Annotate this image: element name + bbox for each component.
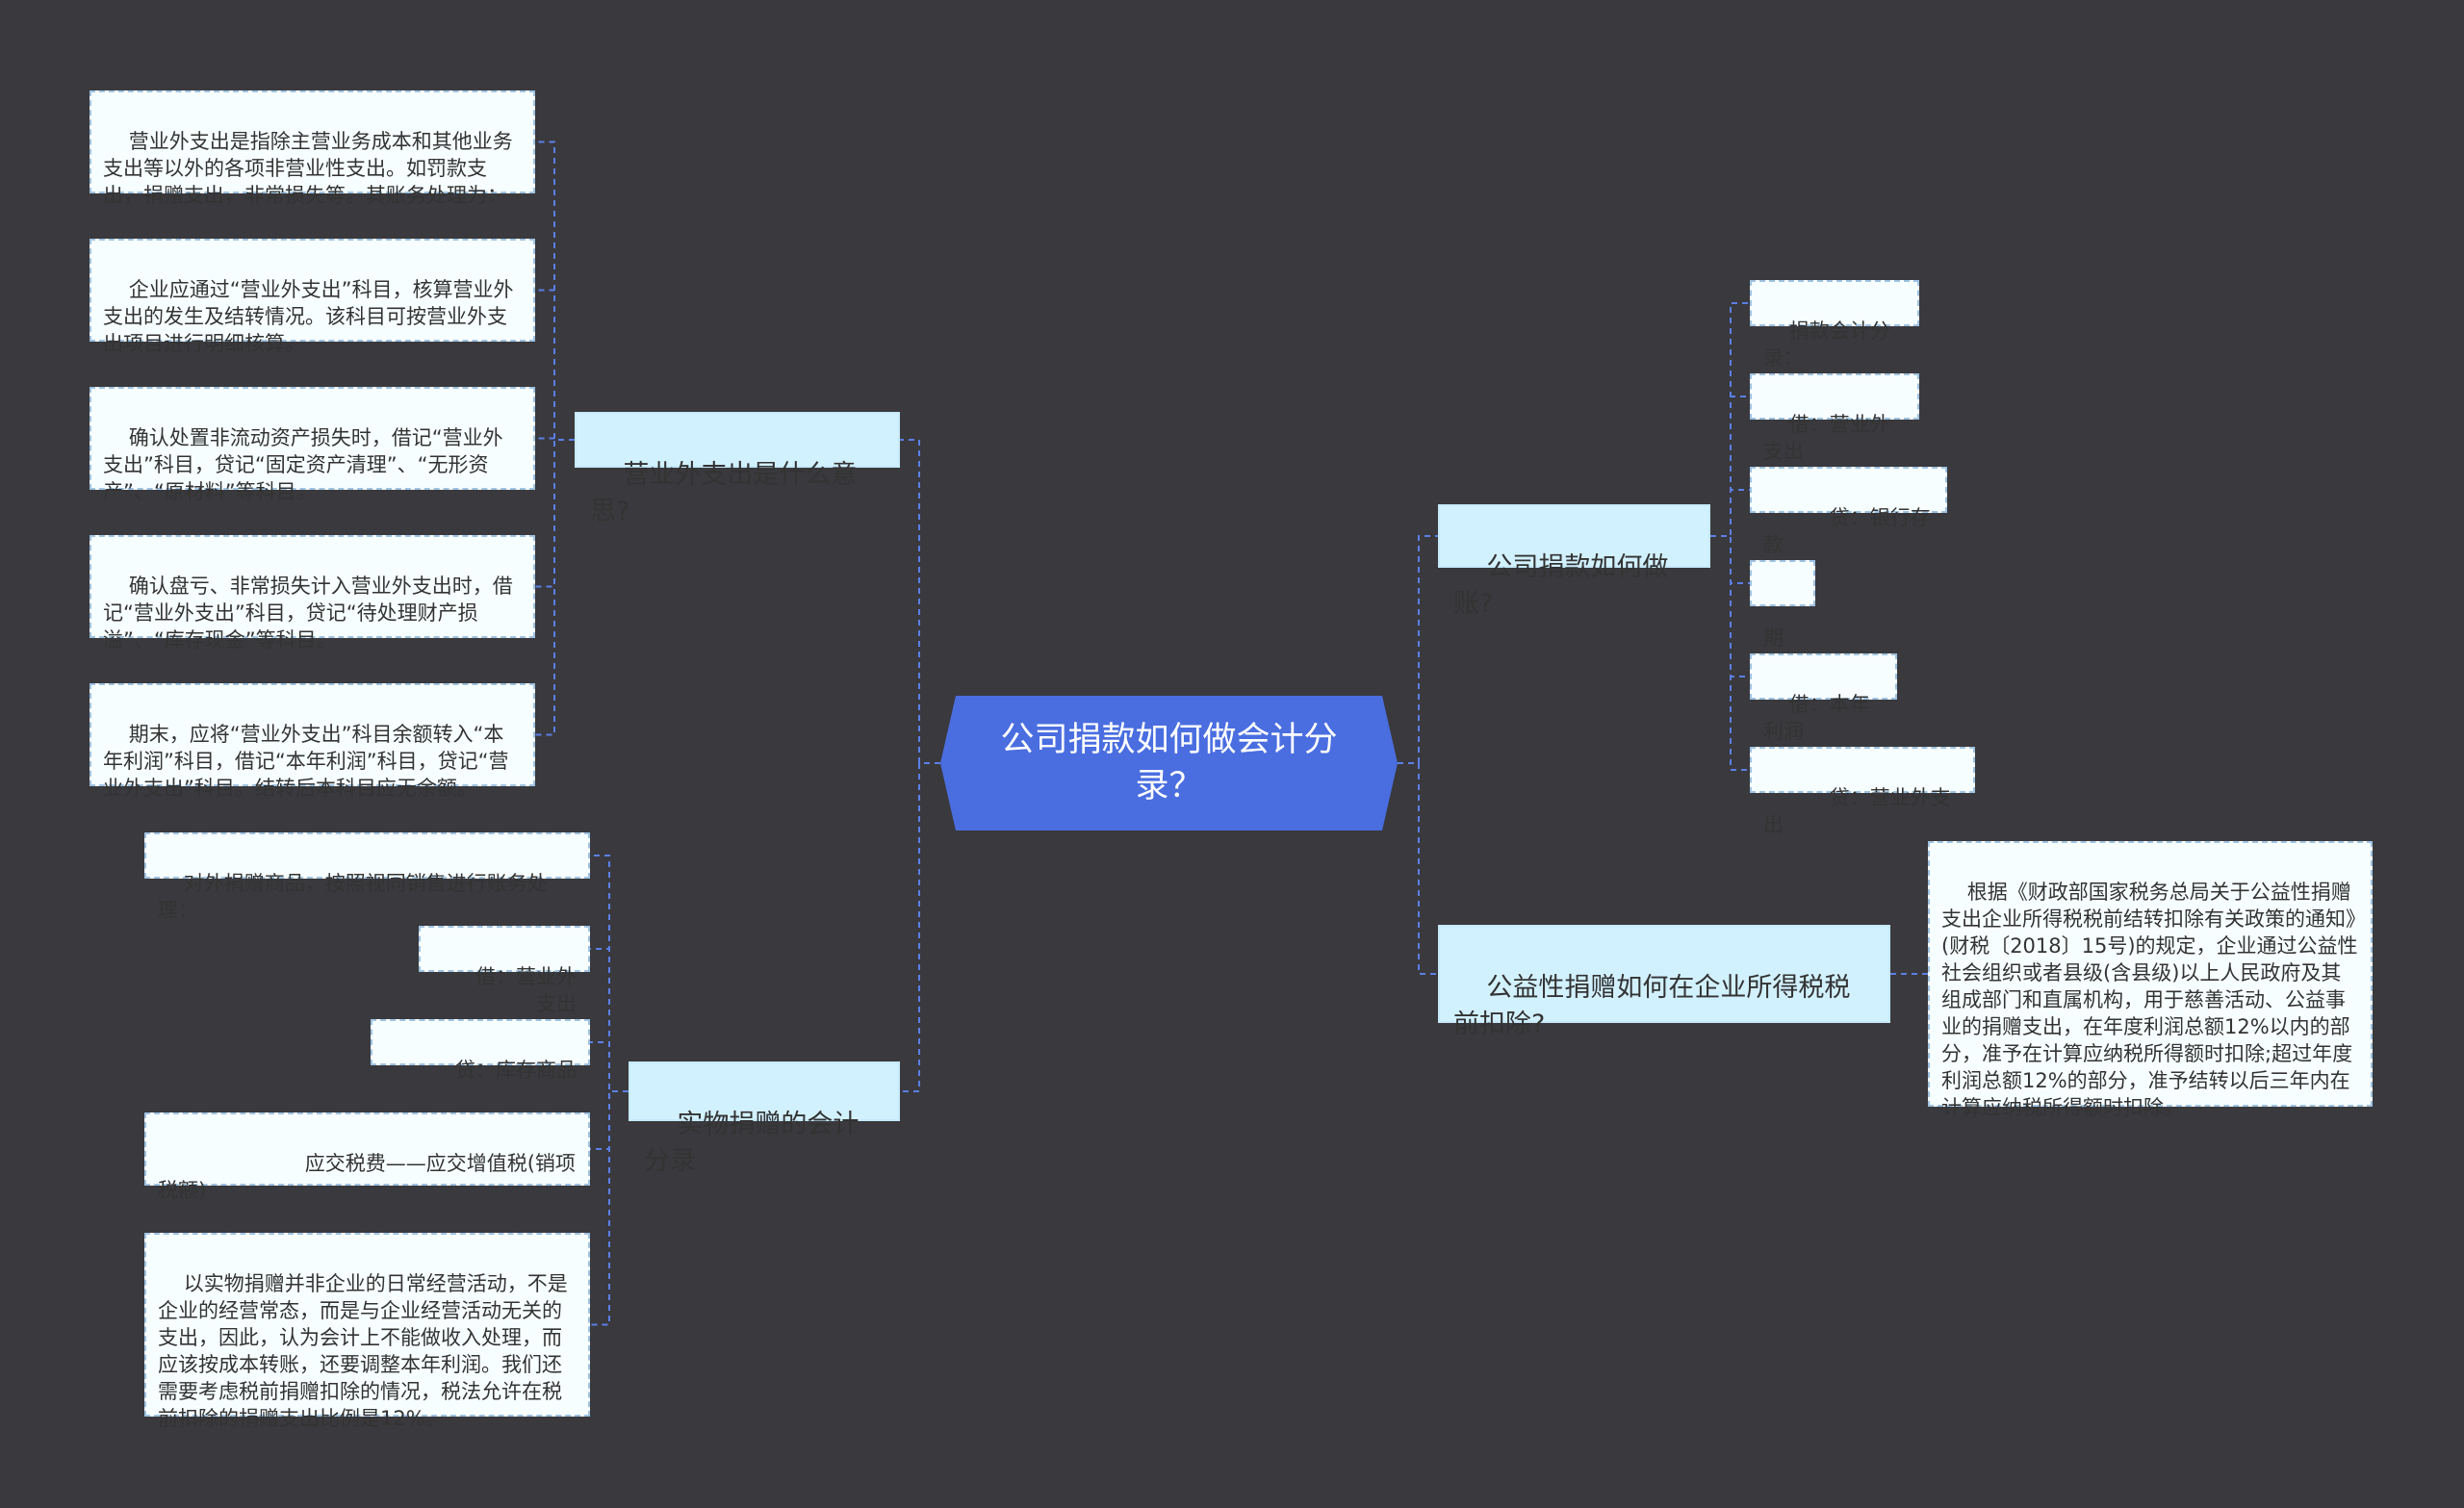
branch-label: 实物捐赠的会计分录	[644, 1110, 860, 1176]
leaf-text: 借：营业外支出	[475, 965, 577, 1015]
leaf-text: 根据《财政部国家税务总局关于公益性捐赠支出企业所得税税前结转扣除有关政策的通知》…	[1941, 881, 2358, 1119]
root-topic-label: 公司捐款如何做会计分录？	[1000, 721, 1338, 805]
branch-in-kind-donation[interactable]: 实物捐赠的会计分录	[629, 1061, 900, 1176]
connector-b2-l10	[590, 1090, 629, 1326]
leaf-definition[interactable]: 营业外支出是指除主营业务成本和其他业务支出等以外的各项非营业性支出。如罚款支出，…	[90, 90, 535, 207]
connector-b2-l6	[590, 855, 629, 1092]
branch-nonoperating-expense[interactable]: 营业外支出是什么意思?	[575, 412, 900, 526]
leaf-text: 期末，应将“营业外支出”科目余额转入“本年利润”科目，借记“本年利润”科目，贷记…	[103, 723, 509, 800]
branch-public-welfare-deduction[interactable]: 公益性捐赠如何在企业所得税税前扣除?	[1438, 925, 1890, 1039]
leaf-text: 确认盘亏、非常损失计入营业外支出时，借记“营业外支出”科目，贷记“待处理财产损溢…	[103, 575, 513, 652]
leaf-inventory-loss[interactable]: 确认盘亏、非常损失计入营业外支出时，借记“营业外支出”科目，贷记“待处理财产损溢…	[90, 535, 535, 652]
branch-label: 公益性捐赠如何在企业所得税税前扣除?	[1453, 973, 1851, 1039]
connector-b3-l13	[1710, 489, 1750, 537]
leaf-text: 贷：营业外支出	[1763, 786, 1951, 836]
leaf-debit-nonoperating[interactable]: 借：营业外支出	[419, 926, 590, 1015]
connector-root-b1	[900, 439, 940, 764]
leaf-text: 应交税费——应交增值税(销项税额)	[158, 1152, 576, 1202]
leaf-text: 对外捐赠商品，按照视同销售进行账务处理：	[158, 872, 548, 922]
leaf-text: 捐款会计分录：	[1763, 319, 1890, 370]
connector-b3-l16	[1710, 535, 1750, 771]
leaf-output-vat[interactable]: 应交税费——应交增值税(销项税额)	[144, 1112, 590, 1202]
connector-root-b2	[900, 762, 940, 1092]
leaf-text: 借：营业外支出	[1763, 413, 1890, 463]
leaf-debit-current-profit[interactable]: 借：本年利润	[1750, 653, 1897, 743]
root-shape	[940, 696, 1398, 831]
leaf-asset-disposal-loss[interactable]: 确认处置非流动资产损失时，借记“营业外支出”科目，贷记“固定资产清理”、“无形资…	[90, 387, 535, 503]
leaf-text: 确认处置非流动资产损失时，借记“营业外支出”科目，贷记“固定资产清理”、“无形资…	[103, 426, 503, 503]
connector-b3-l12	[1710, 396, 1750, 537]
connector-b1-l2	[535, 289, 575, 441]
branch-company-donation-bookkeeping[interactable]: 公司捐款如何做账?	[1438, 504, 1710, 619]
leaf-donated-goods[interactable]: 对外捐赠商品，按照视同销售进行账务处理：	[144, 832, 590, 922]
leaf-text: 贷：库存商品	[455, 1059, 577, 1082]
connector-b2-l7	[590, 948, 629, 1092]
leaf-text: 营业外支出是指除主营业务成本和其他业务支出等以外的各项非营业性支出。如罚款支出，…	[103, 130, 513, 207]
branch-label: 公司捐款如何做账?	[1453, 552, 1669, 619]
leaf-period-end[interactable]: 期末	[1750, 560, 1815, 677]
leaf-period-end-transfer[interactable]: 期末，应将“营业外支出”科目余额转入“本年利润”科目，借记“本年利润”科目，贷记…	[90, 683, 535, 800]
leaf-donation-entry[interactable]: 捐款会计分录：	[1750, 280, 1919, 370]
connector-b1-l3	[535, 437, 575, 441]
branch-label: 营业外支出是什么意思?	[590, 460, 858, 526]
leaf-debit-nonoperating-right[interactable]: 借：营业外支出	[1750, 373, 1919, 463]
leaf-tax-policy[interactable]: 根据《财政部国家税务总局关于公益性捐赠支出企业所得税税前结转扣除有关政策的通知》…	[1928, 841, 2373, 1119]
leaf-credit-bank-deposit[interactable]: 贷：银行存款	[1750, 467, 1947, 556]
leaf-text: 贷：银行存款	[1763, 506, 1931, 556]
leaf-in-kind-explanation[interactable]: 以实物捐赠并非企业的日常经营活动，不是企业的经营常态，而是与企业经营活动无关的支…	[144, 1233, 590, 1430]
connector-b1-l4	[535, 439, 575, 588]
connector-root-b3	[1398, 535, 1438, 764]
connector-root-b4	[1398, 762, 1438, 975]
leaf-account-setup[interactable]: 企业应通过“营业外支出”科目，核算营业外支出的发生及结转情况。该科目可按营业外支…	[90, 239, 535, 355]
connector-b2-l8	[590, 1041, 629, 1092]
leaf-text: 借：本年利润	[1763, 693, 1870, 743]
root-topic[interactable]: 公司捐款如何做会计分录？	[940, 696, 1398, 831]
leaf-text: 以实物捐赠并非企业的日常经营活动，不是企业的经营常态，而是与企业经营活动无关的支…	[158, 1272, 568, 1430]
leaf-credit-inventory[interactable]: 贷：库存商品	[371, 1019, 590, 1082]
leaf-text: 企业应通过“营业外支出”科目，核算营业外支出的发生及结转情况。该科目可按营业外支…	[103, 278, 514, 355]
leaf-credit-nonoperating[interactable]: 贷：营业外支出	[1750, 747, 1975, 836]
